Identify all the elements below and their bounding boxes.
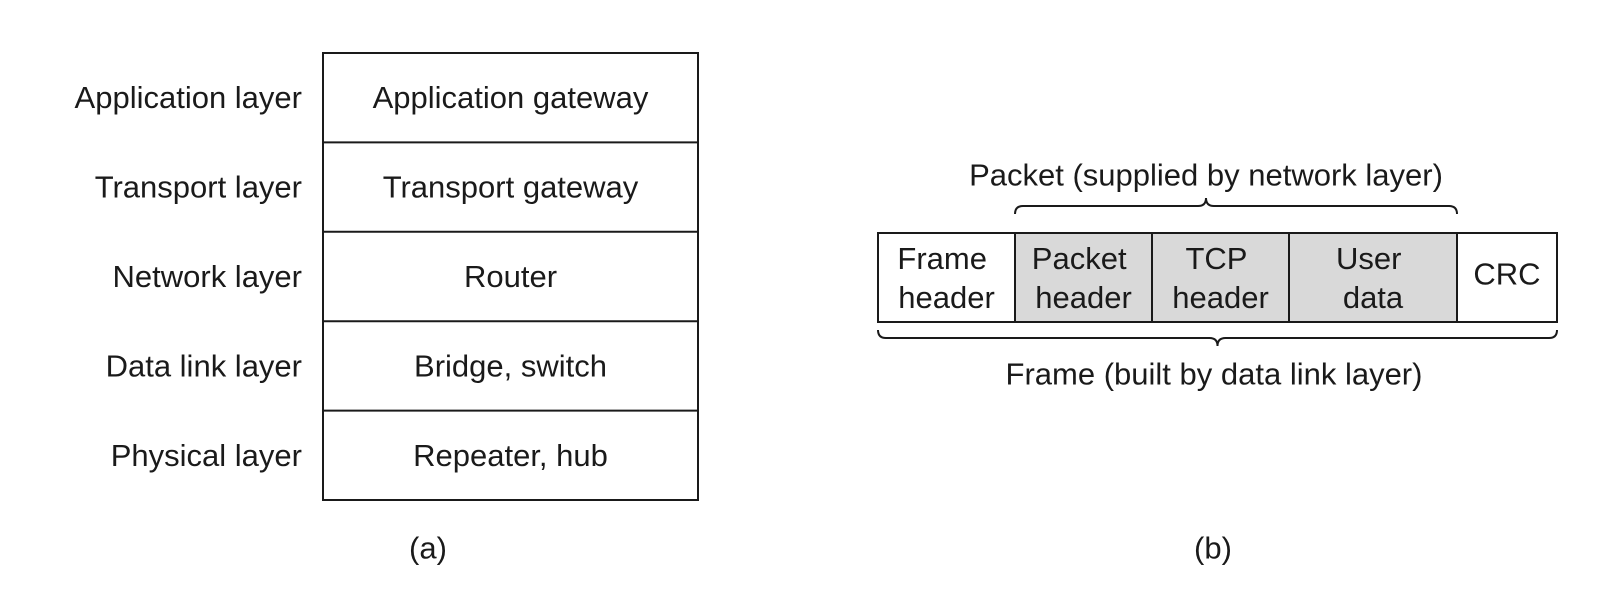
packet-label: Packet (supplied by network layer) — [969, 158, 1443, 193]
panel-b: Packet (supplied by network layer) Frame… — [877, 158, 1558, 566]
frame-label: Frame (built by data link layer) — [1006, 357, 1423, 392]
layer-label-application: Application layer — [75, 80, 302, 115]
frame-brace — [877, 329, 1558, 347]
caption-a: (a) — [409, 531, 447, 566]
panel-a: Application layer Transport layer Networ… — [75, 52, 699, 566]
device-bridge-switch: Bridge, switch — [414, 348, 607, 383]
tcp-header-line-1: TCP — [1185, 241, 1246, 276]
crc-label: CRC — [1473, 257, 1540, 292]
packet-header-line-1: Packet — [1032, 241, 1127, 276]
device-table-border — [322, 52, 699, 501]
packet-brace — [1014, 197, 1458, 215]
device-application-gateway: Application gateway — [373, 80, 649, 115]
tcp-header-label: TCP header — [1172, 241, 1269, 315]
frame-header-line-1: Frame — [897, 241, 987, 276]
user-data-label: User data — [1336, 241, 1410, 315]
tcp-header-line-2: header — [1172, 280, 1269, 315]
frame-header-label: Frame header — [897, 241, 995, 315]
device-router: Router — [464, 259, 557, 294]
layer-label-network: Network layer — [113, 259, 303, 294]
user-data-line-1: User — [1336, 241, 1401, 276]
frame-header-cell — [877, 232, 1016, 323]
layer-label-data-link: Data link layer — [106, 348, 302, 383]
packet-header-cell — [1014, 232, 1153, 323]
device-transport-gateway: Transport gateway — [383, 170, 639, 205]
packet-header-label: Packet header — [1032, 241, 1135, 315]
layer-label-physical: Physical layer — [111, 438, 302, 473]
device-repeater-hub: Repeater, hub — [413, 438, 608, 473]
caption-b: (b) — [1194, 531, 1232, 566]
packet-header-line-2: header — [1035, 280, 1132, 315]
crc-cell — [1456, 232, 1558, 323]
user-data-line-2: data — [1343, 280, 1404, 315]
frame-header-line-2: header — [898, 280, 995, 315]
layer-label-transport: Transport layer — [95, 170, 302, 205]
